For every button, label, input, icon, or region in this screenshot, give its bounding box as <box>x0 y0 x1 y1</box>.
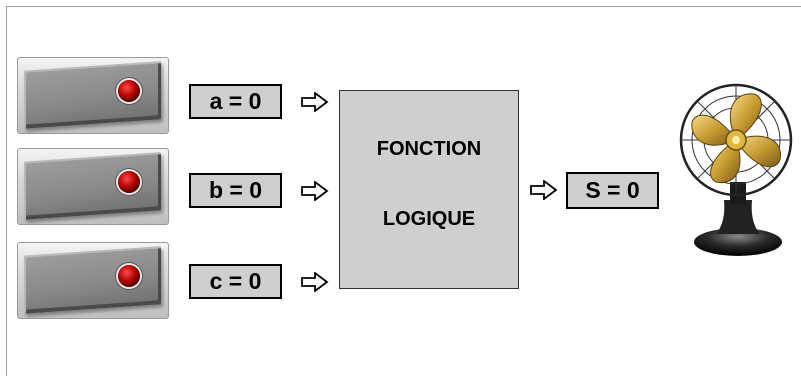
logic-function-box: FONCTION LOGIQUE <box>339 90 519 289</box>
function-title-line2: LOGIQUE <box>382 208 476 230</box>
right-arrow-icon <box>301 92 329 112</box>
switch-plate <box>24 152 161 220</box>
right-arrow-icon <box>301 272 329 292</box>
fan-icon <box>679 83 793 256</box>
led-indicator-icon <box>118 171 140 193</box>
switch-a[interactable] <box>17 57 169 134</box>
switch-plate <box>24 246 161 314</box>
diagram-frame <box>6 6 801 376</box>
right-arrow-icon <box>530 180 558 200</box>
switch-c[interactable] <box>17 242 169 319</box>
switch-b[interactable] <box>17 148 169 225</box>
output-s-value: S = 0 <box>566 172 659 209</box>
right-arrow-icon <box>301 181 329 201</box>
input-a-value: a = 0 <box>189 84 282 119</box>
led-indicator-icon <box>118 80 140 102</box>
function-title-line1: FONCTION <box>376 138 482 160</box>
switch-plate <box>24 61 161 129</box>
led-indicator-icon <box>118 265 140 287</box>
input-c-value: c = 0 <box>189 264 282 299</box>
input-b-value: b = 0 <box>189 173 282 208</box>
